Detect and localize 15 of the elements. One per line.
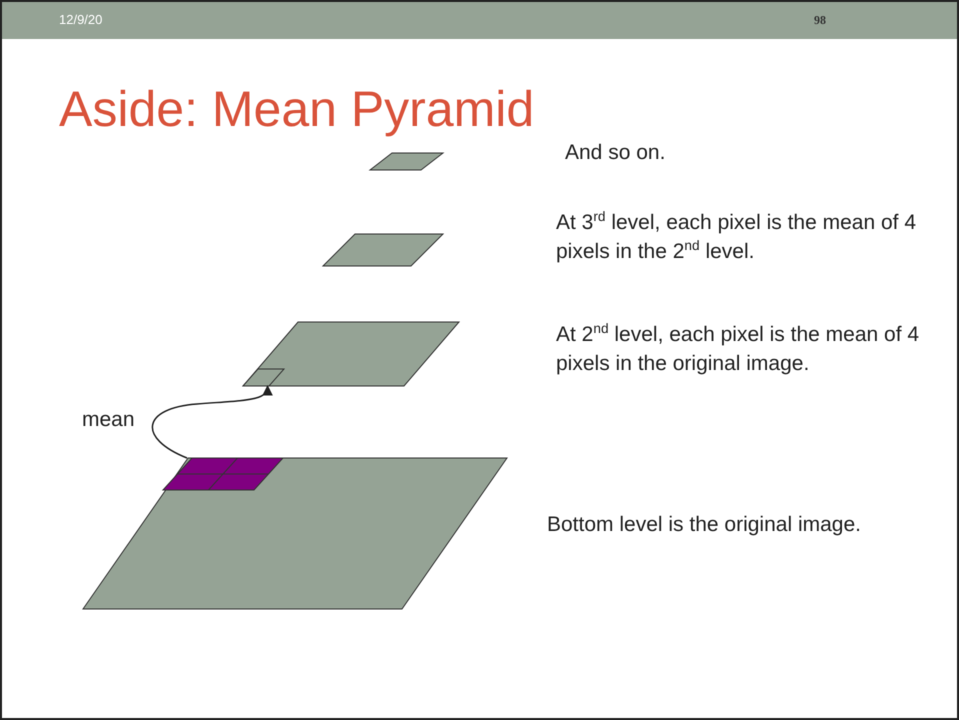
pixel-grid (163, 458, 283, 490)
pyramid-level (83, 458, 507, 609)
pyramid-level (370, 153, 443, 170)
pyramid-level (243, 322, 459, 386)
caption-text: At 3$^{rd}$ level, each pixel is the mean of 4 pixels in the 2$^{nd}$ level. (556, 208, 918, 265)
caption-text: Bottom level is the original image. (547, 512, 861, 538)
caption-text: And so on. (565, 140, 666, 166)
page-number: 98 (814, 13, 826, 28)
caption-text: At 2$^{nd}$ level, each pixel is the mean of 4 pixels in the original image. (556, 320, 920, 377)
slide-title: Aside: Mean Pyramid (59, 80, 534, 138)
pyramid-level (243, 369, 284, 386)
date-text: 12/9/20 (59, 12, 102, 27)
edge-label: mean (82, 407, 135, 433)
arrow (152, 384, 272, 459)
pyramid-level (323, 234, 443, 266)
